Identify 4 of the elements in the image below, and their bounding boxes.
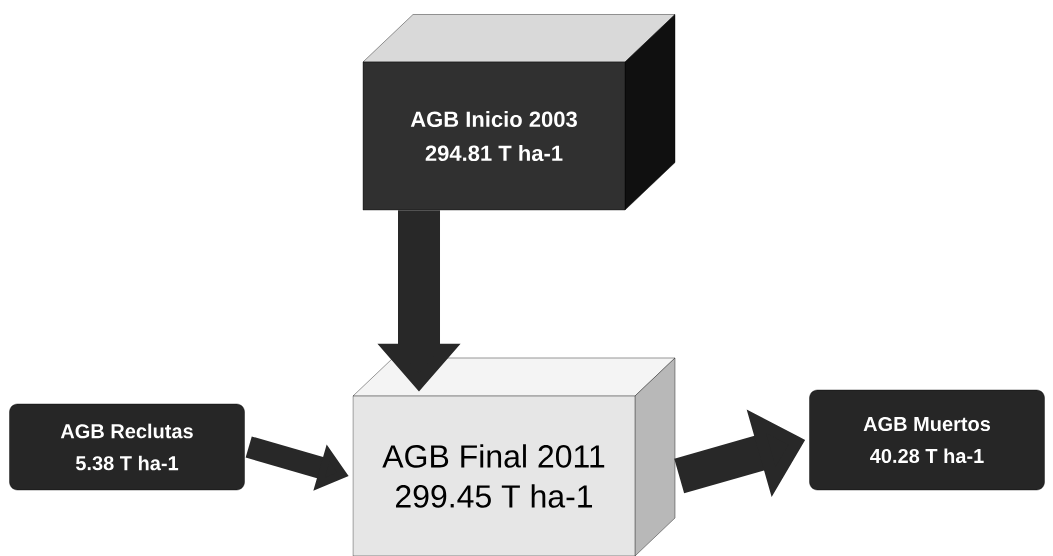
rounded-box: AGB Reclutas 5.38 T ha-1 [9,403,245,491]
cube-box: AGB Inicio 2003 294.81 T ha-1 [362,14,676,211]
rounded-box: AGB Muertos 40.28 T ha-1 [809,389,1045,491]
cube-box: AGB Final 2011 299.45 T ha-1 [352,357,676,556]
